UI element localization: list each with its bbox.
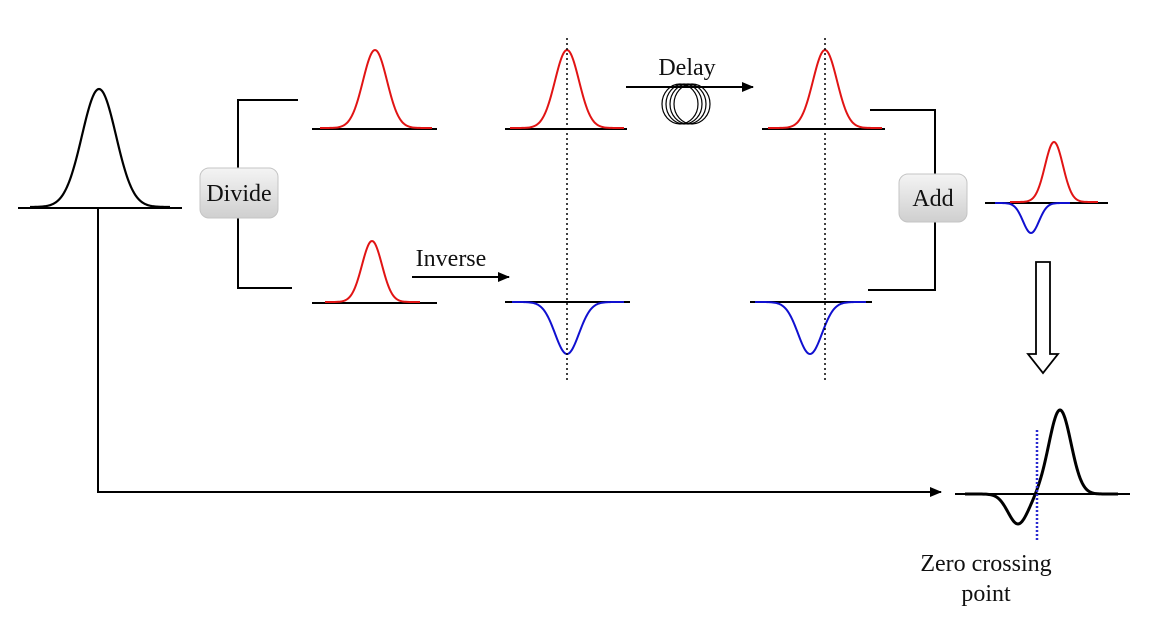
fiber-coil-icon bbox=[661, 83, 711, 125]
top-pulse-2 bbox=[505, 48, 627, 130]
bottom-pulse-1-curve bbox=[325, 239, 420, 303]
bottom-pulse-3 bbox=[750, 301, 872, 356]
add-label: Add bbox=[912, 186, 953, 212]
top-pulse-1 bbox=[312, 48, 437, 130]
output-monocycle-curve bbox=[965, 408, 1118, 526]
top-pulse-1-curve bbox=[320, 48, 432, 129]
bottom-pulse-1 bbox=[312, 239, 437, 304]
divide-label: Divide bbox=[206, 181, 271, 207]
bottom-pulse-3-curve bbox=[755, 301, 866, 356]
zero-crossing-label-line2: point bbox=[961, 581, 1011, 607]
top-pulse-3 bbox=[762, 48, 885, 130]
bypass-path bbox=[97, 208, 942, 497]
inverse-label: Inverse bbox=[416, 246, 487, 272]
sum-blue-curve bbox=[995, 202, 1070, 235]
delay-label: Delay bbox=[658, 55, 715, 81]
output-monocycle bbox=[955, 408, 1130, 541]
bottom-pulse-2 bbox=[505, 301, 630, 356]
divide-button: Divide bbox=[199, 167, 279, 219]
bottom-pulse-2-curve bbox=[512, 301, 624, 356]
sum-red-curve bbox=[1010, 140, 1098, 203]
zero-crossing-label-line1: Zero crossing bbox=[920, 551, 1051, 577]
add-button: Add bbox=[898, 173, 968, 223]
hollow-down-arrow-icon bbox=[1026, 261, 1060, 375]
input-pulse bbox=[18, 87, 182, 209]
input-gaussian bbox=[29, 87, 170, 209]
sum-pulses bbox=[985, 140, 1108, 235]
